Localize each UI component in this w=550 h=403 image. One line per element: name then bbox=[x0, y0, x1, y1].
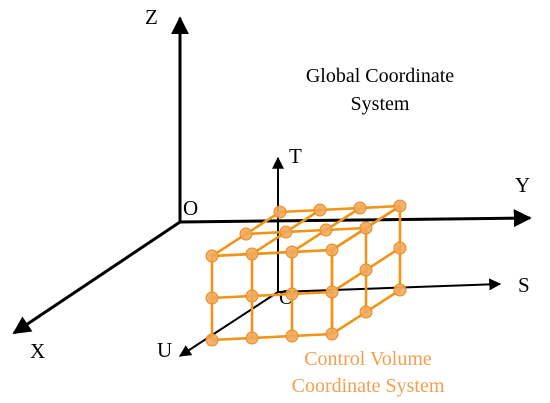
grid-node bbox=[359, 221, 373, 235]
grid-edge bbox=[211, 290, 333, 300]
grid-node bbox=[239, 227, 253, 241]
t-axis-label: T bbox=[289, 144, 302, 168]
grid-node bbox=[325, 327, 339, 341]
grid-node bbox=[205, 249, 219, 263]
grid-node bbox=[285, 329, 299, 343]
global-origin-label: O bbox=[183, 196, 198, 220]
u-axis-label: U bbox=[157, 338, 172, 362]
s-axis-label: S bbox=[518, 273, 530, 297]
grid-edge bbox=[211, 332, 333, 342]
grid-node bbox=[285, 245, 299, 259]
local-axes bbox=[178, 156, 502, 357]
z-axis-label: Z bbox=[145, 5, 158, 29]
grid-node bbox=[325, 285, 339, 299]
grid-node bbox=[279, 225, 293, 239]
grid-node bbox=[273, 205, 287, 219]
grid-node bbox=[285, 287, 299, 301]
grid-node bbox=[359, 305, 373, 319]
y-axis-label: Y bbox=[515, 173, 530, 197]
grid-node bbox=[245, 247, 259, 261]
x-axis-label: X bbox=[30, 339, 45, 363]
global-title-line1: Global Coordinate bbox=[306, 65, 454, 87]
grid-node bbox=[205, 333, 219, 347]
local-u-axis bbox=[178, 291, 279, 357]
global-x-axis bbox=[12, 220, 181, 335]
grid-node bbox=[319, 223, 333, 237]
grid-edge bbox=[211, 248, 333, 258]
control-volume-title-line2: Coordinate System bbox=[292, 375, 445, 397]
grid-edge bbox=[245, 226, 367, 236]
grid-node bbox=[359, 263, 373, 277]
grid-node bbox=[325, 243, 339, 257]
control-volume-title-line1: Control Volume bbox=[304, 348, 432, 370]
grid-edge bbox=[279, 204, 401, 214]
grid-node bbox=[313, 203, 327, 217]
grid-node bbox=[353, 201, 367, 215]
grid-node bbox=[245, 289, 259, 303]
grid-node bbox=[205, 291, 219, 305]
grid-node bbox=[245, 331, 259, 345]
local-s-axis bbox=[277, 278, 502, 293]
grid-node bbox=[393, 199, 407, 213]
global-title-line2: System bbox=[351, 93, 410, 115]
control-volume-grid bbox=[205, 199, 407, 347]
global-axes bbox=[12, 16, 532, 335]
control-volume-nodes bbox=[205, 199, 407, 347]
global-y-axis bbox=[179, 209, 532, 228]
grid-node bbox=[393, 241, 407, 255]
grid-node bbox=[393, 283, 407, 297]
